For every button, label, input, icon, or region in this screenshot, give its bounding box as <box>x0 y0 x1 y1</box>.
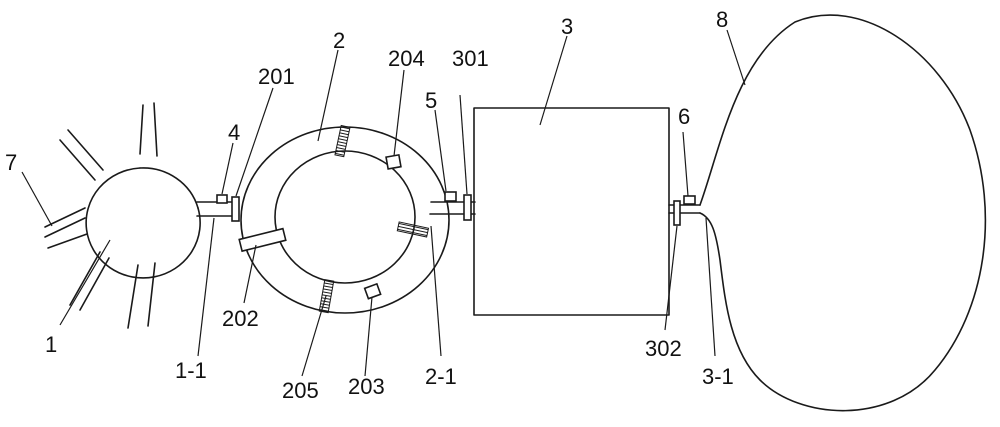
label-3: 3 <box>561 14 573 39</box>
component-8-bag <box>699 14 987 412</box>
partition-205-top <box>334 124 351 158</box>
label-301: 301 <box>452 46 489 71</box>
label-7: 7 <box>5 150 17 175</box>
sensor-203 <box>363 282 382 300</box>
pipe-2-1 <box>429 191 476 221</box>
pipe-3-1 <box>668 195 701 226</box>
label-5: 5 <box>425 88 437 113</box>
pipe-1-1 <box>196 194 240 222</box>
component-7-branch-pipes <box>44 102 158 329</box>
label-4: 4 <box>228 120 240 145</box>
partition-205-right <box>396 221 430 238</box>
label-202: 202 <box>222 306 259 331</box>
label-1: 1 <box>45 332 57 357</box>
label-203: 203 <box>348 374 385 399</box>
label-3-1: 3-1 <box>702 364 734 389</box>
sensor-204 <box>385 153 402 170</box>
labels: 7 1 1-1 4 201 202 2 204 205 203 2-1 5 30… <box>5 7 734 403</box>
leader-lines <box>21 29 746 377</box>
tube-202 <box>238 227 287 253</box>
label-1-1: 1-1 <box>175 358 207 383</box>
component-3-unit <box>473 107 670 316</box>
label-2-1: 2-1 <box>425 364 457 389</box>
component-1-chamber <box>85 167 201 279</box>
label-302: 302 <box>645 336 682 361</box>
label-204: 204 <box>388 46 425 71</box>
label-8: 8 <box>716 7 728 32</box>
valve-5 <box>444 191 457 202</box>
label-205: 205 <box>282 378 319 403</box>
label-6: 6 <box>678 104 690 129</box>
flange-201 <box>231 196 240 222</box>
flange-301 <box>463 194 472 221</box>
valve-6 <box>683 195 696 205</box>
label-2: 2 <box>333 28 345 53</box>
valve-4 <box>216 194 228 204</box>
partition-205-bottom <box>318 278 335 314</box>
flange-302 <box>673 200 681 226</box>
label-201: 201 <box>258 64 295 89</box>
component-2-ring <box>238 124 450 314</box>
